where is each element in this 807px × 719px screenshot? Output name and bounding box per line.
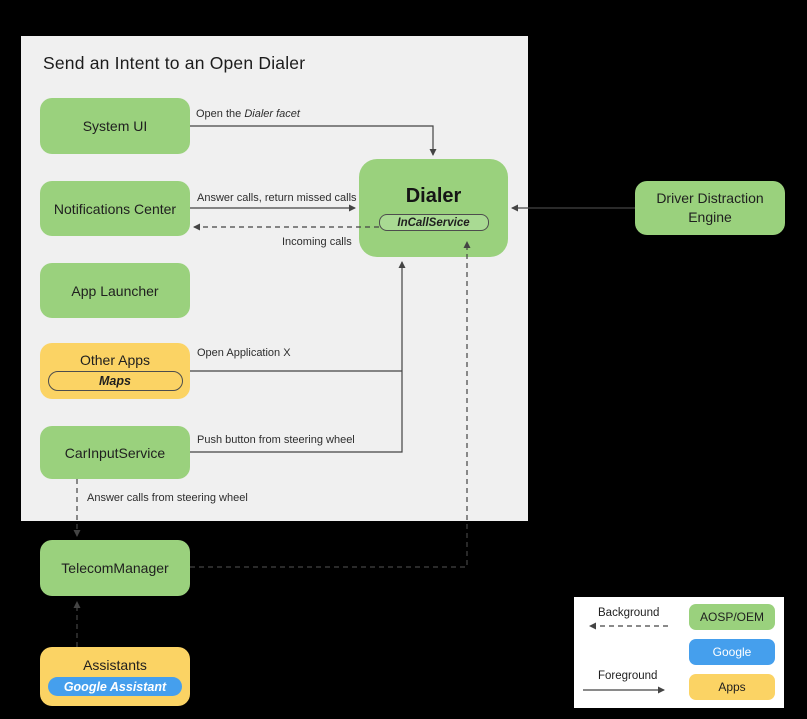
node-other-apps: Other Apps Maps: [40, 343, 190, 399]
node-app-launcher: App Launcher: [40, 263, 190, 318]
node-label: Notifications Center: [53, 200, 177, 217]
edge-label-text: Open the: [196, 108, 245, 120]
node-label: CarInputService: [64, 444, 166, 461]
diagram-title: Send an Intent to an Open Dialer: [43, 53, 306, 73]
node-label: System UI: [82, 118, 148, 134]
node-maps-pill: Maps: [47, 370, 183, 391]
node-assistants: Assistants Google Assistant: [40, 647, 190, 706]
node-driver-distraction-engine: Driver Distraction Engine: [635, 181, 785, 235]
node-label: Dialer: [405, 185, 462, 207]
node-car-input-service: CarInputService: [40, 426, 190, 479]
legend-panel: Background Foreground AOSP/OEM Google Ap…: [574, 597, 784, 708]
edge-label-incoming-calls: Incoming calls: [282, 236, 352, 248]
node-label: TelecomManager: [61, 560, 169, 576]
node-incallservice-pill: InCallService: [378, 214, 489, 231]
legend-chip-aosp-oem: AOSP/OEM: [689, 604, 775, 630]
edge-label-answer-return-calls: Answer calls, return missed calls: [197, 192, 357, 204]
node-label: Other Apps: [79, 351, 151, 368]
node-telecom-manager: TelecomManager: [40, 540, 190, 596]
legend-foreground-label: Foreground: [598, 670, 658, 682]
node-google-assistant-pill: Google Assistant: [48, 677, 182, 696]
legend-chip-google: Google: [689, 639, 775, 665]
edge-label-open-application-x: Open Application X: [197, 347, 291, 359]
edge-label-answer-from-wheel: Answer calls from steering wheel: [87, 492, 248, 504]
legend-chip-apps: Apps: [689, 674, 775, 700]
node-label: Driver Distraction Engine: [656, 190, 764, 225]
node-label: App Launcher: [71, 282, 159, 299]
edge-label-open-dialer-facet: Open the Dialer facet: [196, 108, 300, 120]
node-notifications-center: Notifications Center: [40, 181, 190, 236]
edge-label-text-italic: Dialer facet: [244, 108, 300, 120]
node-label: Assistants: [83, 657, 147, 673]
edge-label-push-button: Push button from steering wheel: [197, 434, 355, 446]
node-dialer: Dialer InCallService: [359, 159, 508, 257]
node-system-ui: System UI: [40, 98, 190, 154]
legend-background-label: Background: [598, 607, 660, 619]
